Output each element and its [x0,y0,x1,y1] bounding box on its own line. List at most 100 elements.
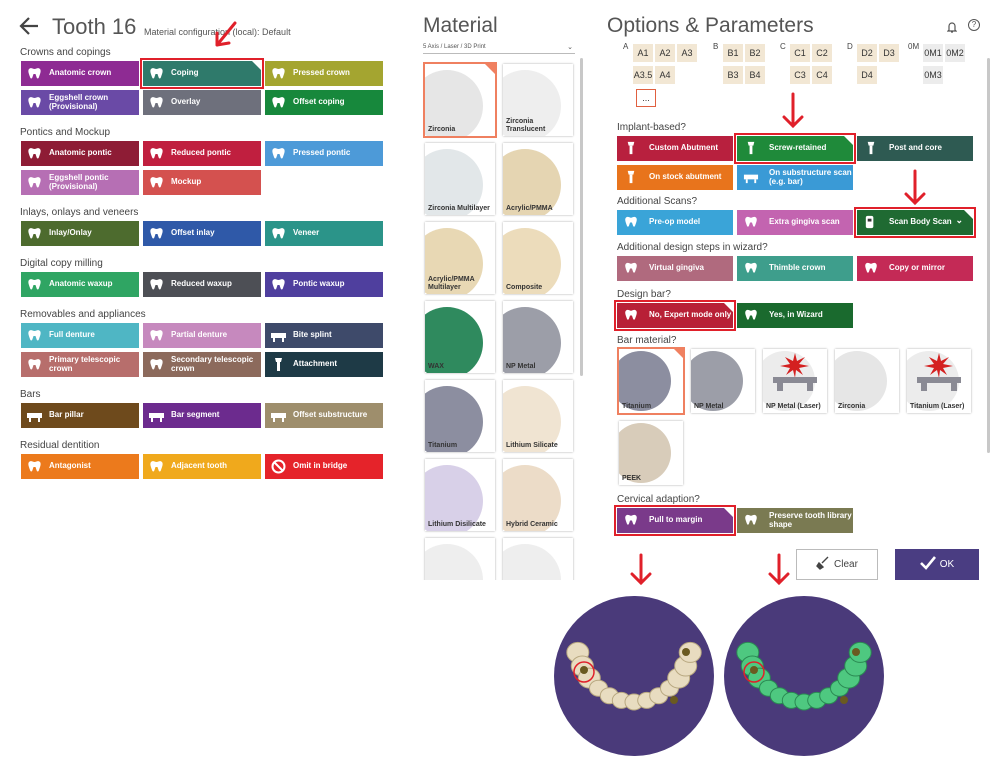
material-card-material[interactable] [425,538,495,580]
yes-in-wizard-button[interactable]: Yes, in Wizard [737,303,853,328]
anatomic-waxup-button[interactable]: Anatomic waxup [21,272,139,297]
back-arrow-icon[interactable] [18,14,40,38]
shade-button[interactable]: D2 [857,44,877,62]
shade-button[interactable]: 0M3 [923,66,943,84]
shade-button[interactable]: C1 [790,44,810,62]
shade-button[interactable]: B2 [745,44,765,62]
antagonist-button[interactable]: Antagonist [21,454,139,479]
on-substructure-scan-e-g-bar-button[interactable]: On substructure scan (e.g. bar) [737,165,853,190]
bar-material-titanium-laser[interactable]: Titanium (Laser) [907,349,971,413]
shade-button[interactable]: C2 [812,44,832,62]
material-card-titanium[interactable]: Titanium [425,380,495,452]
offset-coping-button[interactable]: Offset coping [265,90,383,115]
button-label: Secondary telescopic crown [171,355,254,373]
help-icon[interactable]: ? [968,19,980,31]
material-card-zirconia-translucent[interactable]: Zirconia Translucent [503,64,573,136]
material-card-lithium-silicate[interactable]: Lithium Silicate [503,380,573,452]
bar-material-np-metal-laser[interactable]: NP Metal (Laser) [763,349,827,413]
material-label: Titanium [428,441,458,449]
bar-pillar-button[interactable]: Bar pillar [21,403,139,428]
full-denture-button[interactable]: Full denture [21,323,139,348]
pre-op-model-button[interactable]: Pre-op model [617,210,733,235]
shade-button[interactable]: A1 [633,44,653,62]
bite-splint-button[interactable]: Bite splint [265,323,383,348]
material-card-lithium-disilicate[interactable]: Lithium Disilicate [425,459,495,531]
shade-button[interactable]: D4 [857,66,877,84]
bar-material-titanium[interactable]: Titanium [617,347,685,415]
veneer-button[interactable]: Veneer [265,221,383,246]
shade-button[interactable]: B1 [723,44,743,62]
overlay-button[interactable]: Overlay [143,90,261,115]
secondary-telescopic-crown-button[interactable]: Secondary telescopic crown [143,352,261,377]
post-and-core-button[interactable]: Post and core [857,136,973,161]
clear-button[interactable]: Clear [796,549,878,580]
shade-button[interactable]: B4 [745,66,765,84]
bar-material-zirconia[interactable]: Zirconia [835,349,899,413]
mockup-button[interactable]: Mockup [143,170,261,195]
material-swatch [503,149,561,215]
material-card-material[interactable] [503,538,573,580]
material-card-composite[interactable]: Composite [503,222,573,294]
omit-in-bridge-button[interactable]: Omit in bridge [265,454,383,479]
shade-button[interactable]: D3 [879,44,899,62]
shade-button[interactable]: C3 [790,66,810,84]
shade-button[interactable]: A4 [655,66,675,84]
eggshell-pontic-provisional-button[interactable]: Eggshell pontic (Provisional) [21,170,139,195]
pull-to-margin-button[interactable]: Pull to margin [614,505,736,536]
anatomic-crown-button[interactable]: Anatomic crown [21,61,139,86]
machine-select[interactable]: 5 Axis / Laser / 3D Print ⌄ [423,42,575,54]
attachment-button[interactable]: Attachment [265,352,383,377]
material-card-zirconia-multilayer[interactable]: Zirconia Multilayer [425,143,495,215]
custom-abutment-button[interactable]: Custom Abutment [617,136,733,161]
inlay-onlay-button[interactable]: Inlay/Onlay [21,221,139,246]
shade-button[interactable]: C4 [812,66,832,84]
bar-segment-button[interactable]: Bar segment [143,403,261,428]
anatomic-pontic-button[interactable]: Anatomic pontic [21,141,139,166]
material-card-acrylic-pmma[interactable]: Acrylic/PMMA [503,143,573,215]
screw-retained-button[interactable]: Screw-retained [734,133,856,164]
extra-gingiva-scan-button[interactable]: Extra gingiva scan [737,210,853,235]
shade-button[interactable]: 0M2 [945,44,965,62]
scan-body-scan-button[interactable]: Scan Body Scan⌄ [854,207,976,238]
on-stock-abutment-button[interactable]: On stock abutment [617,165,733,190]
material-card-wax[interactable]: WAX [425,301,495,373]
thimble-crown-button[interactable]: Thimble crown [737,256,853,281]
bar-material-peek[interactable]: PEEK [619,421,683,485]
button-label: Bite splint [293,330,332,340]
material-card-hybrid-ceramic[interactable]: Hybrid Ceramic [503,459,573,531]
preserve-tooth-library-shape-button[interactable]: Preserve tooth library shape [737,508,853,533]
pressed-crown-button[interactable]: Pressed crown [265,61,383,86]
virtual-gingiva-button[interactable]: Virtual gingiva [617,256,733,281]
more-shades-button[interactable]: ... [636,89,656,107]
shade-button[interactable]: 0M1 [923,44,943,62]
options-scrollbar[interactable] [987,58,990,453]
offset-substructure-button[interactable]: Offset substructure [265,403,383,428]
shade-button[interactable]: B3 [723,66,743,84]
preserve-shape-icon [743,512,759,528]
shade-button[interactable]: A2 [655,44,675,62]
offset-inlay-button[interactable]: Offset inlay [143,221,261,246]
partial-denture-button[interactable]: Partial denture [143,323,261,348]
material-swatch [425,386,483,452]
material-card-zirconia[interactable]: Zirconia [423,62,497,138]
no-expert-mode-only-button[interactable]: No, Expert mode only [614,300,736,331]
material-scrollbar[interactable] [580,58,583,376]
coping-button[interactable]: Coping [140,58,264,89]
bell-icon[interactable] [946,20,958,33]
bar-material-np-metal[interactable]: NP Metal [691,349,755,413]
chevron-down-icon[interactable]: ⌄ [955,215,963,225]
pontic-waxup-button[interactable]: Pontic waxup [265,272,383,297]
pressed-pontic-button[interactable]: Pressed pontic [265,141,383,166]
adjacent-tooth-button[interactable]: Adjacent tooth [143,454,261,479]
reduced-pontic-button[interactable]: Reduced pontic [143,141,261,166]
eggshell-crown-provisional-button[interactable]: Eggshell crown (Provisional) [21,90,139,115]
material-card-np-metal[interactable]: NP Metal [503,301,573,373]
shade-button[interactable]: A3.5 [633,66,653,84]
reduced-waxup-button[interactable]: Reduced waxup [143,272,261,297]
material-card-acrylic-pmma-multilayer[interactable]: Acrylic/PMMA Multilayer [425,222,495,294]
shade-button[interactable]: A3 [677,44,697,62]
ok-button[interactable]: OK [895,549,979,580]
copy-or-mirror-button[interactable]: Copy or mirror [857,256,973,281]
primary-telescopic-crown-button[interactable]: Primary telescopic crown [21,352,139,377]
button-label: Anatomic waxup [49,279,113,289]
